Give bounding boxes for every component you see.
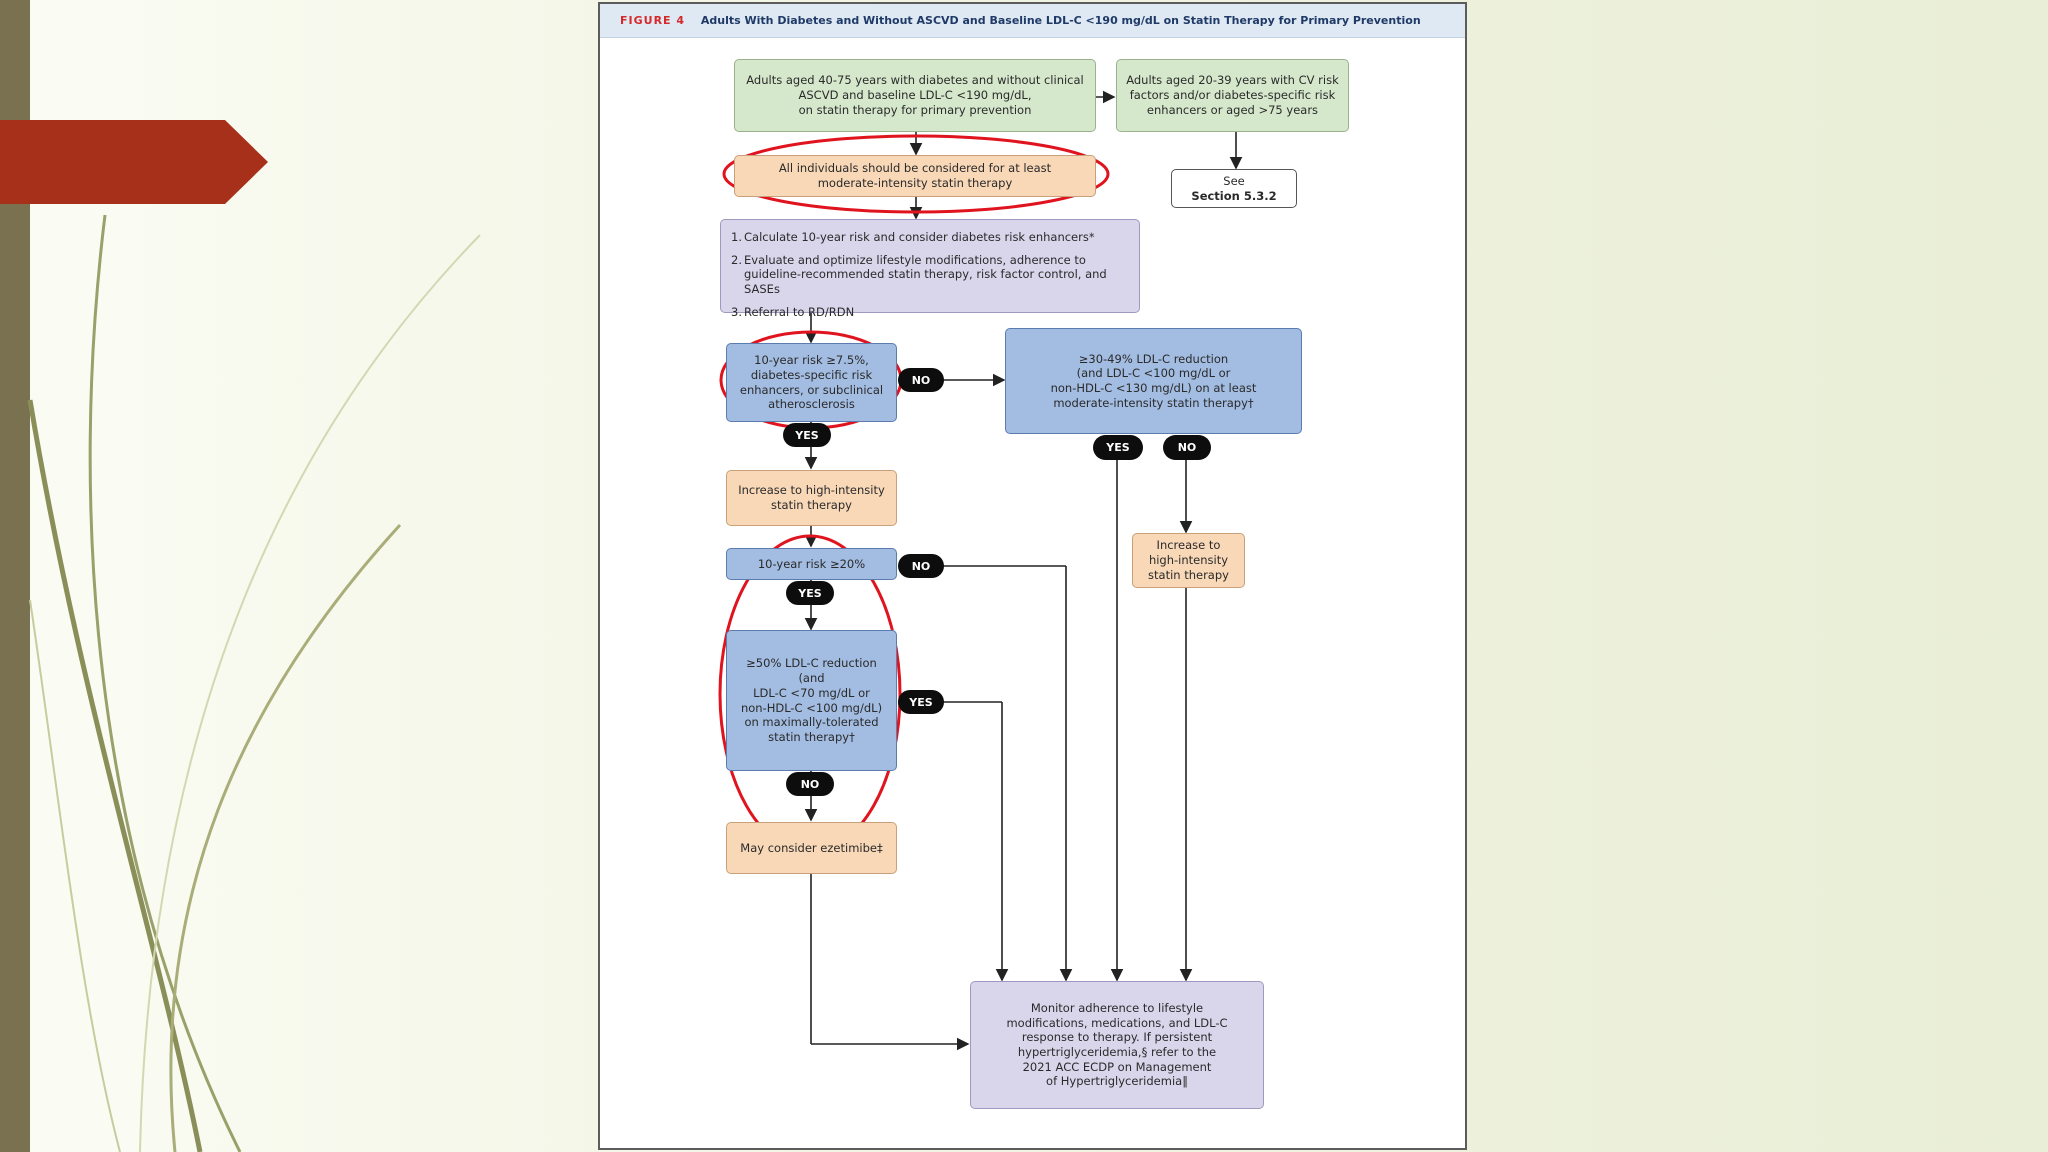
no-pill-risk-7-5: NO [898,368,944,392]
figure-label: FIGURE 4 [620,14,686,27]
step-number: 2. [731,252,742,267]
figure-header: FIGURE 4 Adults With Diabetes and Withou… [600,4,1465,38]
red-arrow-shape [0,120,268,204]
see-section-label: Section 5.3.2 [1191,188,1277,203]
step-text: Referral to RD/RDN [744,304,855,319]
ldl-30-49-node: ≥30-49% LDL-C reduction (and LDL-C <100 … [1005,328,1302,434]
risk-7-5-node: 10-year risk ≥7.5%, diabetes-specific ri… [726,343,897,422]
steps-node: 1. Calculate 10-year risk and consider d… [720,219,1140,319]
step-item: 1. Calculate 10-year risk and consider d… [731,230,1129,245]
step-item: 2. Evaluate and optimize lifestyle modif… [731,253,1129,297]
step-text: Evaluate and optimize lifestyle modifica… [744,252,1107,297]
yes-pill-risk-7-5: YES [783,423,831,447]
step-item: 3. Referral to RD/RDN [731,305,1129,320]
start-node: Adults aged 40-75 years with diabetes an… [734,59,1096,132]
risk-20-node: 10-year risk ≥20% [726,548,897,580]
ldl-50-node: ≥50% LDL-C reduction (and LDL-C <70 mg/d… [726,630,897,771]
monitor-node: Monitor adherence to lifestyle modificat… [970,981,1264,1109]
decorative-curves [27,214,481,1152]
all-individuals-node: All individuals should be considered for… [734,155,1096,197]
no-pill-risk-20: NO [898,554,944,578]
see-label: See [1223,173,1245,188]
see-section-node: See Section 5.3.2 [1171,169,1297,208]
step-number: 3. [731,304,742,319]
highlight-ellipse-all-individuals [722,134,1110,214]
increase-high-intensity-right-node: Increase to high-intensity statin therap… [1132,533,1245,588]
increase-high-intensity-left-node: Increase to high-intensity statin therap… [726,470,897,526]
step-text: Calculate 10-year risk and consider diab… [744,230,1095,244]
young-old-node: Adults aged 20-39 years with CV risk fac… [1116,59,1349,132]
yes-pill-risk-20: YES [786,581,834,605]
step-number: 1. [731,230,742,244]
flowchart-figure: FIGURE 4 Adults With Diabetes and Withou… [598,2,1467,1150]
yes-pill-ldl-50: YES [898,690,944,714]
no-pill-ldl-50: NO [786,772,834,796]
yes-pill-ldl-30-49: YES [1093,435,1143,460]
figure-title: Adults With Diabetes and Without ASCVD a… [700,14,1421,27]
no-pill-ldl-30-49: NO [1163,435,1211,460]
ezetimibe-node: May consider ezetimibe‡ [726,822,897,874]
